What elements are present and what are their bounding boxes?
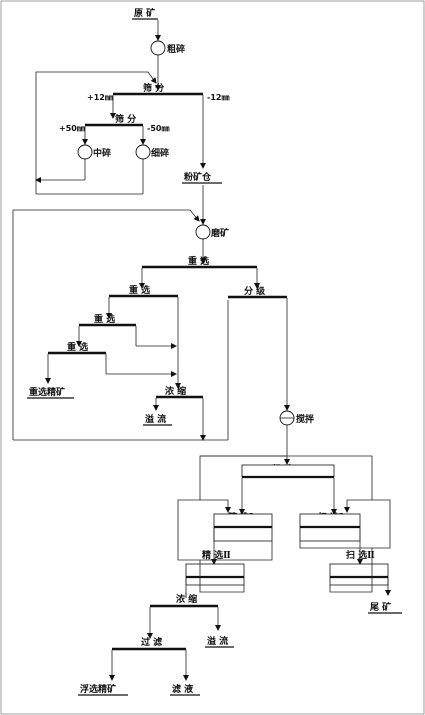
node-overflow2: 溢 流 (207, 635, 228, 647)
node-raw-ore: 原 矿 (134, 7, 155, 19)
node-screen1: 筛 分 (143, 82, 164, 94)
node-medium-crush: 中碎 (93, 147, 111, 159)
edge-scav2-conc-return (329, 548, 373, 593)
node-classify: 分 级 (244, 285, 266, 297)
label-minus50: -50㎜ (147, 124, 169, 133)
node-cleaner2: 精 选Ⅱ (202, 549, 231, 561)
node-screen2: 筛 分 (115, 113, 136, 125)
mill-symbol (195, 224, 211, 240)
node-gravity-conc: 重选精矿 (29, 386, 65, 398)
edge-cleaner2-tail-return (199, 560, 245, 593)
node-agitate: 搅拌 (296, 413, 314, 425)
coarse-crusher-symbol (150, 40, 166, 56)
node-flot-conc: 浮选精矿 (80, 683, 116, 695)
rougher-cell (241, 464, 335, 478)
edge-closed-circuit-loop (35, 71, 157, 194)
edge-to-scav1 (344, 499, 372, 513)
node-grinding: 磨矿 (210, 227, 229, 239)
node-fine-bin: 粉矿仓 (184, 171, 212, 183)
edge-grinding-loop (12, 209, 200, 440)
node-gravity4: 重 选 (67, 341, 88, 353)
node-gravity1: 重 选 (188, 255, 209, 267)
fine-crusher-symbol (135, 144, 151, 160)
edge-scav1-conc-return (299, 499, 391, 549)
node-coarse-crush: 粗碎 (167, 43, 185, 55)
medium-crusher-symbol (77, 144, 93, 160)
scav2-cell (329, 563, 389, 586)
node-filter: 过 滤 (141, 636, 162, 648)
node-scav2: 扫 选Ⅱ (346, 549, 375, 561)
node-fine-crush: 细碎 (151, 147, 169, 159)
node-thicken1: 浓 缩 (165, 385, 186, 397)
cleaner2-cell (185, 563, 245, 586)
label-minus12: -12㎜ (207, 93, 229, 102)
edge-to-cleaner1 (200, 499, 231, 513)
label-plus12: +12㎜ (87, 93, 113, 102)
edge-cleaner1-tail-return (177, 499, 273, 561)
label-plus50: +50㎜ (59, 124, 85, 133)
node-thicken2: 浓 缩 (176, 593, 197, 605)
node-tailings: 尾 矿 (369, 601, 391, 613)
node-filtrate: 滤 液 (172, 683, 194, 695)
node-gravity3: 重 选 (94, 313, 115, 325)
node-overflow1: 溢 流 (145, 413, 166, 425)
node-gravity2: 重 选 (129, 284, 150, 296)
